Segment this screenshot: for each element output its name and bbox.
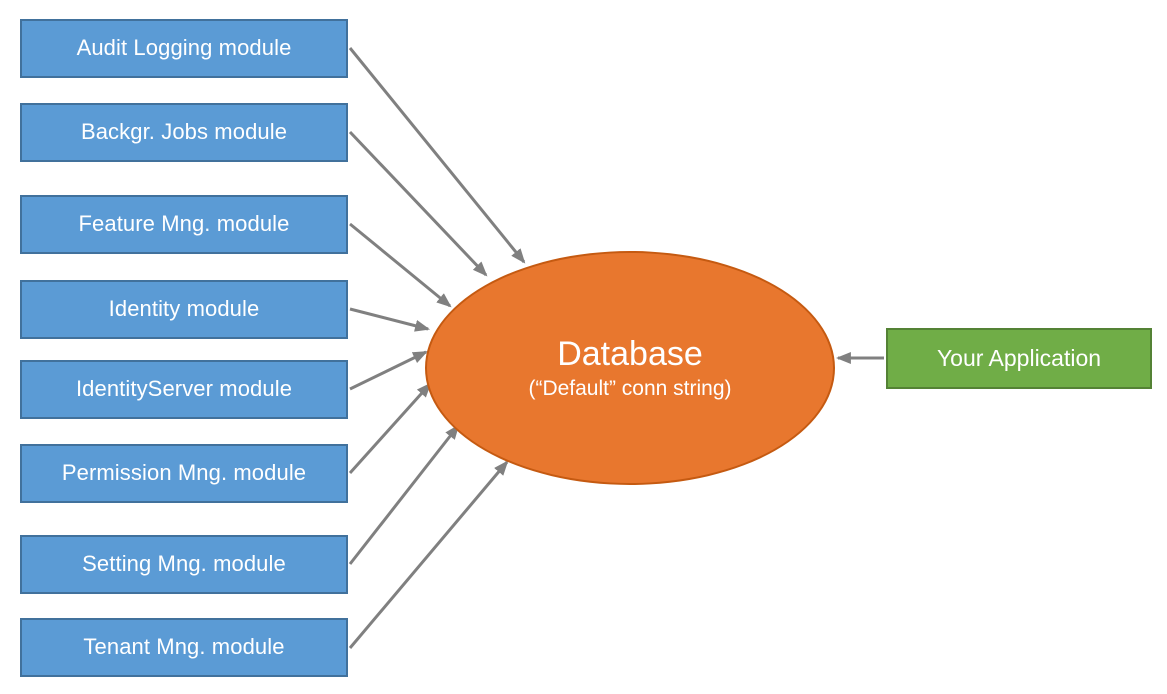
arrow-background-jobs-to-database [348,130,488,277]
module-label: Identity module [108,296,260,322]
arrow-tenant-management-to-database [348,460,509,649]
arrow-identityserver-to-database [349,350,428,391]
database-title: Database [557,334,703,373]
module-label: Feature Mng. module [78,211,290,237]
your-application-label: Your Application [936,345,1102,371]
module-label: Audit Logging module [76,35,292,61]
database-ellipse[interactable]: Database (“Default” conn string) [425,251,835,485]
database-subtitle: (“Default” conn string) [528,376,732,400]
arrow-permission-management-to-database [348,382,432,475]
module-box-permission-management[interactable]: Permission Mng. module [20,444,348,503]
module-box-setting-management[interactable]: Setting Mng. module [20,535,348,594]
module-box-background-jobs[interactable]: Backgr. Jobs module [20,103,348,162]
module-box-feature-management[interactable]: Feature Mng. module [20,195,348,254]
module-label: Setting Mng. module [82,551,286,577]
module-label: Tenant Mng. module [83,634,285,660]
module-box-identityserver[interactable]: IdentityServer module [20,360,348,419]
module-box-audit-logging[interactable]: Audit Logging module [20,19,348,78]
arrow-audit-logging-to-database [348,47,526,264]
module-label: Backgr. Jobs module [80,119,288,145]
arrow-identity-to-database [349,307,431,332]
module-label: Permission Mng. module [61,460,307,486]
module-label: IdentityServer module [75,376,293,402]
module-box-identity[interactable]: Identity module [20,280,348,339]
your-application-box[interactable]: Your Application [886,328,1152,389]
arrow-setting-management-to-database [348,424,460,565]
module-box-tenant-management[interactable]: Tenant Mng. module [20,618,348,677]
arrow-feature-management-to-database [349,222,452,308]
